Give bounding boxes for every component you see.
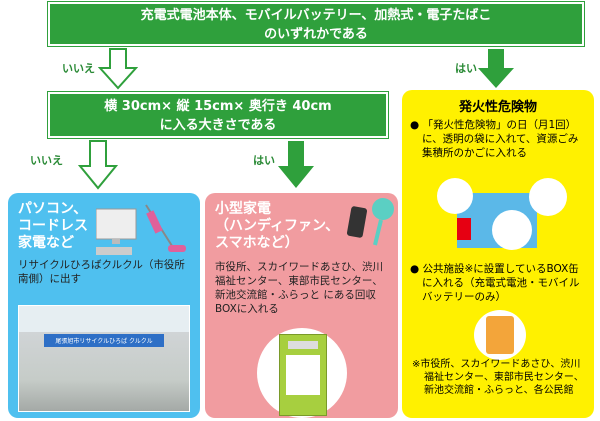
photo-sign: 尾張旭市リサイクルひろば クルクル	[44, 334, 164, 347]
box-can-image	[474, 310, 526, 360]
bullet-text: 「発火性危険物」の日（月1回）に、透明の袋に入れて、資源ごみ集積所のかごに入れる	[422, 119, 579, 159]
fire-hazard-card: 発火性危険物 ● 「発火性危険物」の日（月1回）に、透明の袋に入れて、資源ごみ集…	[402, 90, 594, 418]
question-1: 充電式電池本体、モバイルバッテリー、加熱式・電子たばこ のいずれかである	[47, 1, 585, 47]
phone-fan-icon	[347, 198, 394, 246]
hollow-arrow-down-icon	[98, 48, 138, 90]
question-1-line1: 充電式電池本体、モバイルバッテリー、加熱式・電子たばこ	[140, 8, 492, 23]
public-facilities-note: ※市役所、スカイワードあさひ、渋川福祉センター、東部市民センター、新池交流館・ふ…	[412, 359, 584, 396]
q1-yes-label: はい	[455, 62, 477, 75]
title-line: 小型家電	[215, 201, 271, 217]
fire-title: 発火性危険物	[458, 100, 537, 115]
fire-bullet-2: ● 公共施設※に設置しているBOX缶に入れる（充電式電池・モバイルバッテリーのみ…	[410, 263, 580, 303]
small-instructions: 市役所、スカイワードあさひ、渋川福祉センター、東部市民センター、新池交流館・ふら…	[215, 261, 383, 315]
small-title: 小型家電 （ハンディファン、 スマホなど）	[215, 201, 388, 252]
question-1-line2: のいずれかである	[264, 27, 368, 42]
q1-no-label: いいえ	[62, 62, 95, 75]
q2-yes-label: はい	[253, 154, 275, 167]
title-line: パソコン、	[18, 201, 88, 217]
question-2-line2: に入る大きさである	[159, 118, 277, 133]
title-line: コードレス	[18, 218, 88, 234]
pc-instructions: リサイクルひろばクルクル（市役所南側）に出す	[18, 259, 185, 285]
q2-no-label: いいえ	[30, 154, 63, 167]
recycle-plaza-photo: 尾張旭市リサイクルひろば クルクル	[18, 305, 190, 412]
fire-bullet-1: ● 「発火性危険物」の日（月1回）に、透明の袋に入れて、資源ごみ集積所のかごに入…	[410, 119, 579, 159]
solid-arrow-down-icon	[478, 49, 514, 88]
pc-title: パソコン、 コードレス 家電など	[18, 201, 190, 252]
title-line: 家電など	[18, 235, 74, 251]
title-line: （ハンディファン、	[215, 218, 340, 234]
hollow-arrow-down-icon	[78, 140, 118, 190]
collection-box-image	[257, 328, 347, 418]
question-2: 横 30cm× 縦 15cm× 奥行き 40cm に入る大きさである	[47, 91, 389, 139]
pc-appliance-card: パソコン、 コードレス 家電など リサイクルひろばクルクル（市役所南側）に出す …	[8, 193, 200, 418]
computer-vacuum-icon	[96, 204, 186, 255]
small-appliance-card: 小型家電 （ハンディファン、 スマホなど） 市役所、スカイワードあさひ、渋川福祉…	[205, 193, 398, 418]
title-line: スマホなど）	[215, 235, 299, 251]
battery-bag-illustration	[437, 178, 567, 253]
bullet-text: 公共施設※に設置しているBOX缶に入れる（充電式電池・モバイルバッテリーのみ）	[422, 263, 580, 303]
question-2-line1: 横 30cm× 縦 15cm× 奥行き 40cm	[104, 99, 332, 114]
solid-arrow-down-icon	[278, 141, 314, 188]
